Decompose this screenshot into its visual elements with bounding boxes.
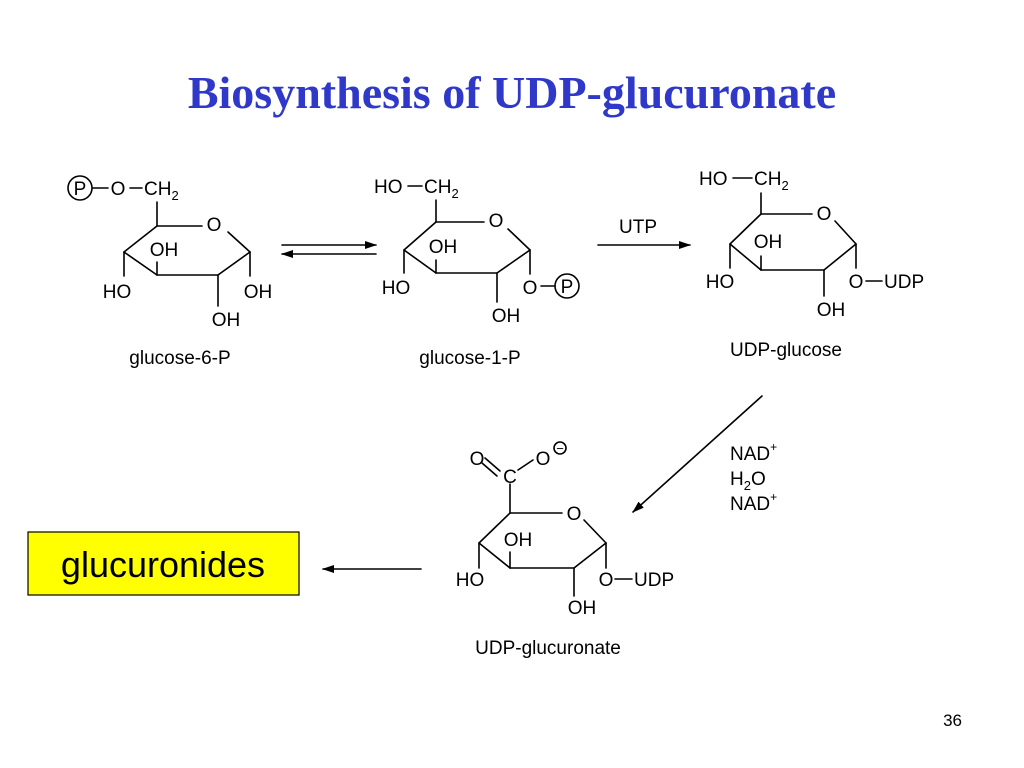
ring-bonds (729, 177, 883, 297)
oh-bottom-label: OH (492, 306, 521, 327)
molecule-glucose-6-p: P O CH2 O OH HO OH OH glucose-6-P (67, 175, 273, 369)
negative-charge-circle (553, 441, 567, 455)
glucuronides-label: glucuronides (61, 544, 265, 585)
molecule-glucose-1-p: HO CH2 O OH HO O P OH glucose-1-P (374, 177, 580, 369)
slide-title: Biosynthesis of UDP-glucuronate (187, 67, 837, 118)
oh-right-label: OH (244, 282, 273, 303)
ho-left-label: HO (706, 272, 735, 293)
oxidation-arrow (632, 395, 763, 513)
ring-bonds (92, 187, 251, 307)
negative-charge-label: − (556, 441, 564, 456)
ho-label: HO (374, 177, 403, 198)
utp-label: UTP (619, 217, 657, 238)
ho-label: HO (699, 169, 728, 190)
phosphate-circle (67, 175, 93, 201)
nad-plus-label-1: NAD+ (730, 440, 777, 465)
ring-bonds (403, 185, 556, 303)
carboxyl-carbon-label: C (503, 467, 517, 488)
o-right-label: O (523, 278, 538, 299)
carboxylate-oxygen-label: O (536, 449, 551, 470)
phosphate-circle (554, 273, 580, 299)
o-right-label: O (599, 570, 614, 591)
ring-oxygen-label: O (567, 504, 582, 525)
carbonyl-oxygen-label: O (470, 449, 485, 470)
page-number: 36 (943, 711, 962, 730)
molecule-udp-glucuronate: O C O − O OH HO O UDP OH UDP-glucuronate (456, 441, 674, 659)
ring-oxygen-label: O (489, 211, 504, 232)
water-label: H2O (730, 469, 766, 493)
udp-label: UDP (884, 272, 924, 293)
ch2-label: CH2 (144, 179, 179, 203)
ch2-label: CH2 (754, 169, 789, 193)
oh-bottom-label: OH (568, 598, 597, 619)
glucuronides-box-background (27, 531, 300, 596)
molecule-name: UDP-glucose (730, 340, 842, 361)
oh-bottom-label: OH (212, 310, 241, 331)
udp-label: UDP (634, 570, 674, 591)
ring-oxygen-label: O (207, 215, 222, 236)
oh-top-label: OH (754, 232, 783, 253)
ch2-label: CH2 (424, 177, 459, 201)
phosphate-label: P (561, 277, 574, 298)
oh-top-label: OH (504, 530, 533, 551)
molecule-udp-glucose: HO CH2 O OH HO O UDP OH UDP-glucose (699, 169, 924, 361)
ring-oxygen-label: O (817, 204, 832, 225)
equilibrium-arrows (281, 241, 377, 258)
o-right-label: O (849, 272, 864, 293)
nad-plus-label-2: NAD+ (730, 490, 777, 515)
oxidation-reagents: NAD+ H2O NAD+ (730, 440, 777, 515)
molecule-name: UDP-glucuronate (475, 638, 621, 659)
ho-left-label: HO (382, 278, 411, 299)
oh-bottom-label: OH (817, 300, 846, 321)
ho-left-label: HO (456, 570, 485, 591)
phosphate-label: P (74, 179, 87, 200)
glucuronides-box: glucuronides (27, 531, 300, 596)
oh-top-label: OH (429, 237, 458, 258)
utp-reaction-arrow: UTP (597, 217, 691, 249)
molecule-name: glucose-1-P (419, 348, 520, 369)
ho-left-label: HO (103, 282, 132, 303)
molecule-name: glucose-6-P (129, 348, 230, 369)
oh-top-label: OH (150, 240, 179, 261)
ring-bonds (478, 457, 633, 597)
o-link-label: O (111, 179, 126, 200)
